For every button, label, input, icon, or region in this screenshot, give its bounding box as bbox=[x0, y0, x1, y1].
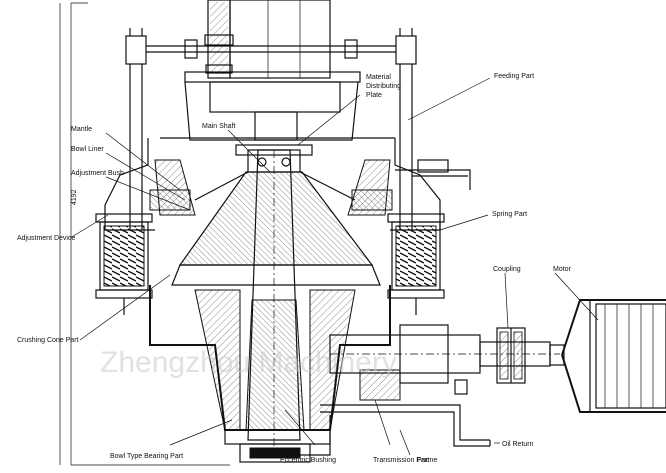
part-labels: Mantle Bowl Liner Adjustment Bush Adjust… bbox=[17, 73, 572, 464]
oil-pipes bbox=[300, 379, 491, 456]
frame bbox=[149, 285, 391, 463]
label-bowl-liner: Bowl Liner bbox=[71, 146, 104, 153]
label-frame: Frame bbox=[417, 457, 437, 464]
transmission bbox=[329, 324, 560, 401]
label-crushing-cone-part: Crushing Cone Part bbox=[17, 337, 79, 344]
label-feeding-part: Feeding Part bbox=[494, 73, 534, 80]
label-spring-part: Spring Part bbox=[492, 211, 527, 218]
label-transmission-part: Transmission Part bbox=[373, 457, 429, 464]
tie-rods bbox=[125, 28, 417, 230]
feed-chute bbox=[184, 0, 361, 83]
watermark: Zhengzhou Machinery bbox=[100, 346, 397, 379]
leader-lines bbox=[69, 77, 599, 456]
label-material-distributing-plate-1: Material bbox=[366, 74, 391, 81]
label-material-distributing-plate-3: Plate bbox=[366, 92, 382, 99]
eccentric-bushing bbox=[245, 299, 305, 431]
spring-right bbox=[387, 213, 445, 315]
spring-left bbox=[95, 213, 153, 315]
label-material-distributing-plate-2: Distributing bbox=[366, 83, 401, 90]
dimension-lines: 4192 bbox=[59, 2, 230, 466]
label-coupling: Coupling bbox=[493, 266, 521, 273]
label-oil-return: Oil Return bbox=[502, 441, 534, 448]
dimension-label: 4192 bbox=[71, 189, 78, 205]
label-eccentric-bushing: Eccentric Bushing bbox=[280, 457, 336, 464]
label-main-shaft: Main Shaft bbox=[202, 123, 236, 130]
label-motor: Motor bbox=[553, 266, 572, 273]
feeding-arm bbox=[395, 159, 471, 190]
coupling bbox=[496, 327, 526, 384]
feed-hopper bbox=[160, 81, 395, 141]
bowl-housing bbox=[104, 138, 441, 231]
motor bbox=[549, 299, 666, 413]
label-bowl-type-bearing-part: Bowl Type Bearing Part bbox=[110, 453, 183, 460]
label-adjustment-bush: Adjustment Bush bbox=[71, 170, 124, 177]
mantle bbox=[171, 171, 381, 286]
label-adjustment-device: Adjustment Device bbox=[17, 235, 75, 242]
label-mantle: Mantle bbox=[71, 126, 92, 133]
